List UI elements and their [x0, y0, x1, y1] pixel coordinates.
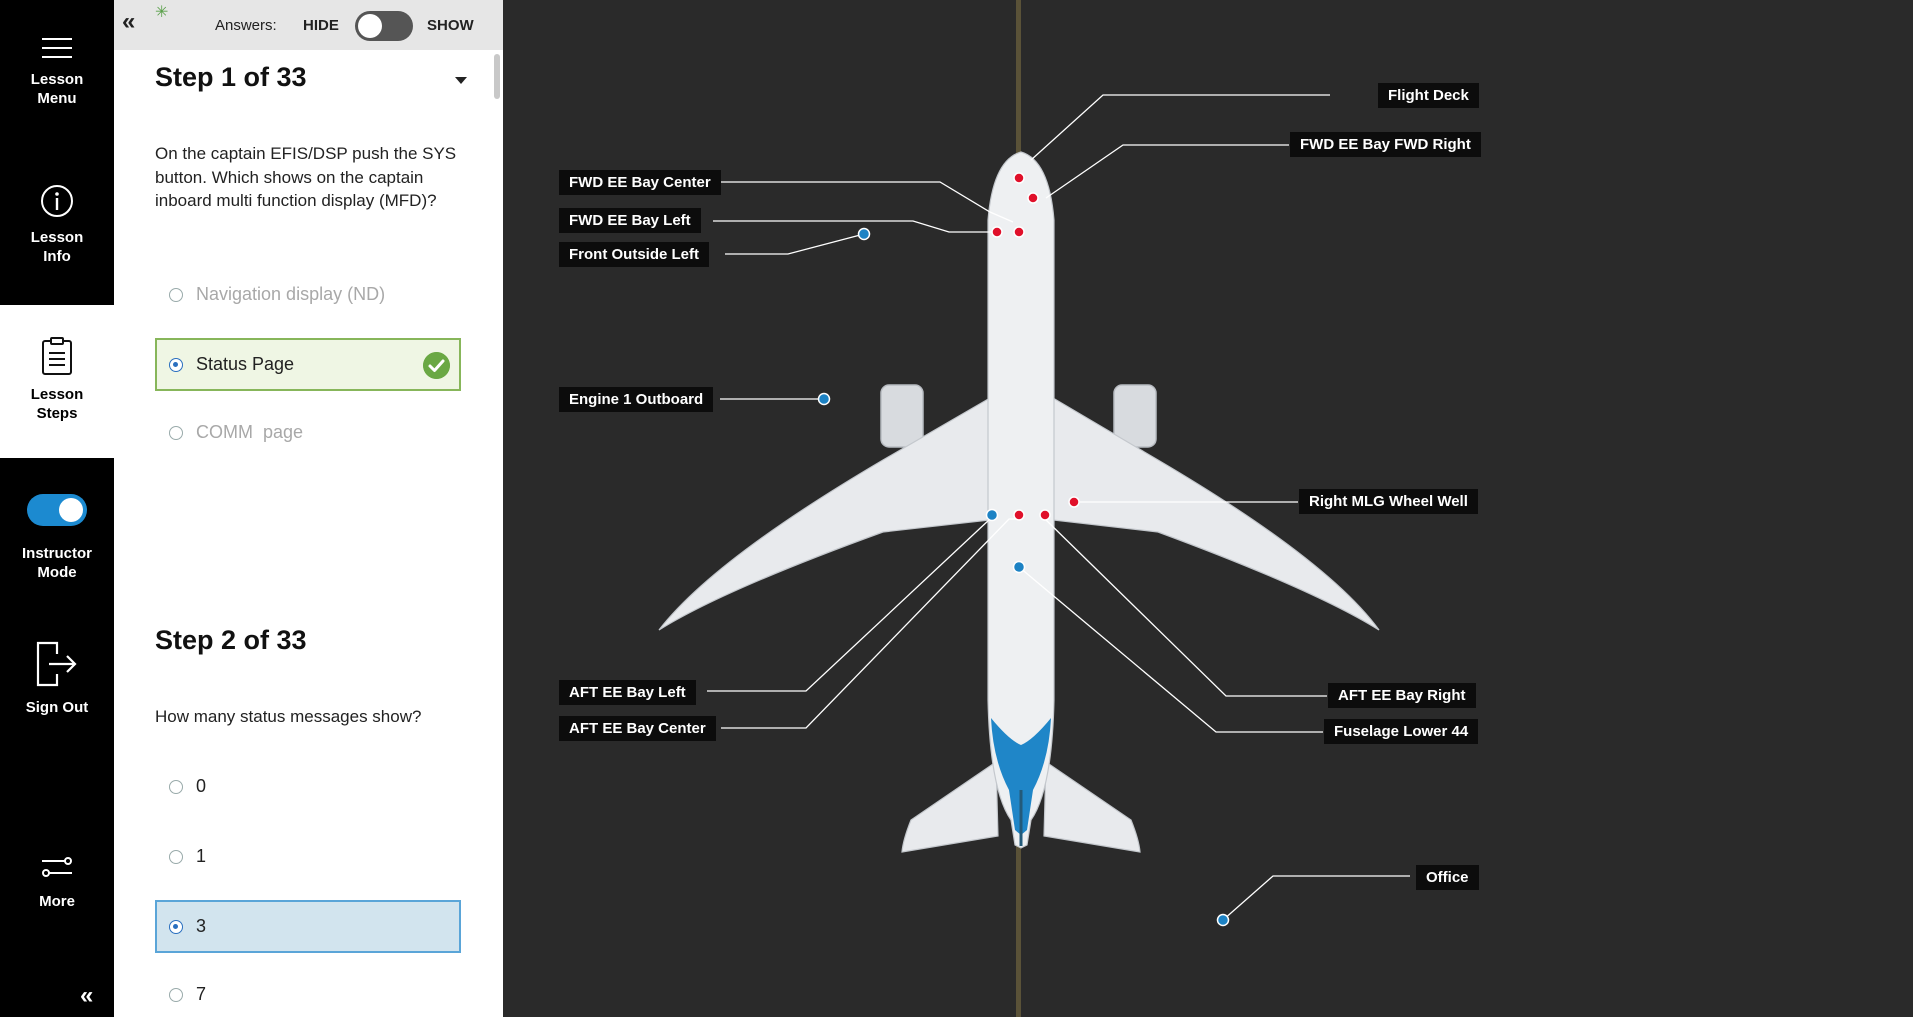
- option-label: 3: [196, 916, 207, 936]
- sign-out-label: Sign Out: [25, 699, 89, 716]
- label-aft-ee-bay-center[interactable]: AFT EE Bay Center: [559, 716, 716, 741]
- interior-location-points: [991, 172, 1080, 521]
- point-aft-ee-bay-center[interactable]: [1013, 509, 1025, 521]
- step-1-title: Step 1 of 33: [155, 62, 307, 92]
- point-fuselage-lower-44[interactable]: [1012, 560, 1026, 574]
- radio-button[interactable]: [169, 850, 183, 864]
- hide-answers-label[interactable]: HIDE: [303, 17, 339, 34]
- sign-out-button[interactable]: Sign Out: [0, 640, 114, 717]
- radio-button[interactable]: [169, 426, 183, 440]
- step-1-option-status-page[interactable]: Status Page: [155, 338, 461, 391]
- label-aft-ee-bay-left[interactable]: AFT EE Bay Left: [559, 680, 696, 705]
- info-icon: [41, 185, 73, 217]
- correct-check-icon: [423, 352, 450, 379]
- point-office[interactable]: [1216, 913, 1230, 927]
- clipboard-icon: [42, 337, 72, 375]
- step-2-option-3[interactable]: 3: [155, 900, 461, 953]
- point-aft-ee-bay-right[interactable]: [1039, 509, 1051, 521]
- show-answers-toggle[interactable]: [355, 11, 413, 41]
- label-fwd-ee-bay-center[interactable]: FWD EE Bay Center: [559, 170, 721, 195]
- step-1-option-navigation-display[interactable]: Navigation display (ND): [155, 268, 461, 321]
- more-label: More: [39, 893, 75, 910]
- point-engine-1-outboard[interactable]: [817, 392, 831, 406]
- step-2-option-0[interactable]: 0: [155, 760, 461, 813]
- option-label: Status Page: [196, 354, 295, 374]
- lesson-menu-label: Lesson Menu: [30, 71, 84, 107]
- radio-button[interactable]: [169, 780, 183, 794]
- point-fwd-ee-bay-left[interactable]: [991, 226, 1003, 238]
- step-2-question: How many status messages show?: [155, 707, 422, 726]
- instructor-mode-toggle[interactable]: Instructor Mode: [0, 494, 114, 582]
- radio-button-selected[interactable]: [169, 358, 183, 372]
- radio-button-selected[interactable]: [169, 920, 183, 934]
- sparkle-icon: ✳: [155, 4, 169, 21]
- step-1-option-comm-page[interactable]: COMM page: [155, 406, 461, 459]
- answers-label: Answers:: [215, 17, 277, 34]
- option-label: 7: [196, 984, 207, 1004]
- lesson-steps-label: Lesson Steps: [30, 386, 84, 422]
- collapse-panel-button[interactable]: «: [122, 8, 136, 35]
- point-fwd-ee-bay-fwd-right[interactable]: [1027, 192, 1039, 204]
- more-button[interactable]: More: [0, 852, 114, 911]
- settings-sliders-icon: [42, 857, 72, 877]
- exterior-location-points: [817, 227, 1230, 927]
- leader-lines: [703, 94, 1410, 921]
- step-2-title: Step 2 of 33: [155, 625, 307, 655]
- point-right-mlg-wheel-well[interactable]: [1068, 496, 1080, 508]
- radio-button[interactable]: [169, 988, 183, 1002]
- scrollbar-thumb[interactable]: [494, 54, 500, 99]
- aircraft-diagram: [658, 0, 1410, 1017]
- lesson-menu-button[interactable]: Lesson Menu: [0, 36, 114, 108]
- left-navigation: Lesson Menu Lesson Info Lesson Steps Ins…: [0, 0, 114, 1017]
- show-answers-label[interactable]: SHOW: [427, 17, 474, 34]
- label-flight-deck[interactable]: Flight Deck: [1378, 83, 1479, 108]
- aircraft-location-map: Flight Deck FWD EE Bay FWD Right FWD EE …: [503, 0, 1913, 1017]
- label-engine-1-outboard[interactable]: Engine 1 Outboard: [559, 387, 714, 412]
- label-front-outside-left[interactable]: Front Outside Left: [559, 242, 709, 267]
- step-2-option-1[interactable]: 1: [155, 830, 461, 883]
- step-1-collapse-caret-icon[interactable]: [455, 77, 467, 84]
- step-1-question: On the captain EFIS/DSP push the SYS but…: [155, 144, 457, 210]
- point-front-outside-left[interactable]: [857, 227, 871, 241]
- label-fwd-ee-bay-fwd-right[interactable]: FWD EE Bay FWD Right: [1290, 132, 1481, 157]
- lesson-steps-panel: « ✳ Answers: HIDE SHOW Step 1 of 33 On t…: [114, 0, 503, 1017]
- label-fwd-ee-bay-left[interactable]: FWD EE Bay Left: [559, 208, 701, 233]
- point-flight-deck[interactable]: [1013, 172, 1025, 184]
- airplane-icon: [658, 151, 1380, 853]
- option-label: 0: [196, 776, 207, 796]
- lesson-steps-button[interactable]: Lesson Steps: [0, 305, 114, 458]
- option-label: Navigation display (ND): [196, 284, 386, 304]
- sign-out-icon: [36, 641, 77, 687]
- lesson-info-button[interactable]: Lesson Info: [0, 184, 114, 266]
- step-2-option-7[interactable]: 7: [155, 968, 461, 1017]
- label-right-mlg-wheel-well[interactable]: Right MLG Wheel Well: [1299, 489, 1478, 514]
- label-office[interactable]: Office: [1416, 865, 1479, 890]
- hamburger-icon: [42, 38, 72, 58]
- option-label: 1: [196, 846, 207, 866]
- label-fuselage-lower-44[interactable]: Fuselage Lower 44: [1324, 719, 1479, 744]
- label-aft-ee-bay-right[interactable]: AFT EE Bay Right: [1328, 683, 1476, 708]
- point-aft-ee-bay-left[interactable]: [985, 508, 999, 522]
- option-label: COMM page: [196, 422, 304, 442]
- collapse-nav-button[interactable]: «: [80, 982, 94, 1009]
- radio-button[interactable]: [169, 288, 183, 302]
- answers-toolbar: « ✳ Answers: HIDE SHOW: [114, 0, 503, 50]
- point-fwd-ee-bay-center[interactable]: [1013, 226, 1025, 238]
- instructor-mode-switch[interactable]: [27, 494, 87, 526]
- lesson-info-label: Lesson Info: [30, 229, 84, 265]
- instructor-mode-label: Instructor Mode: [21, 545, 92, 581]
